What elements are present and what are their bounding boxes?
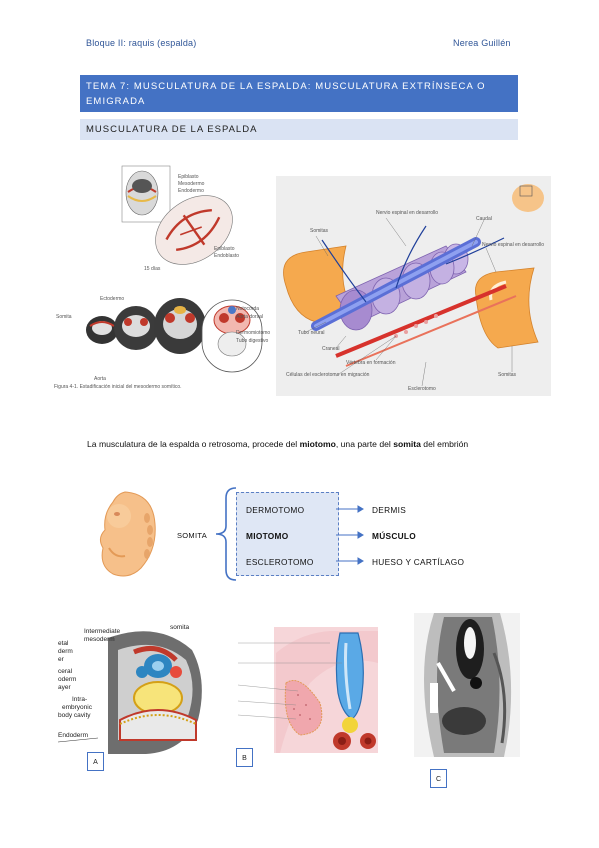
figure-c [414, 613, 520, 757]
fig1-label-epiblasto: Epiblasto [178, 174, 199, 180]
fig2-label-somitas-1: Somitas [310, 228, 329, 234]
embryo-sections-illustration [86, 165, 263, 373]
scheme-bracket [215, 487, 237, 581]
figure-b [210, 623, 380, 763]
figA-label-etal: etal [58, 640, 69, 647]
figure-c-letter: C [430, 769, 447, 788]
figA-label-endoderm: Endoderm [58, 732, 88, 739]
fig2-label-vertebra: Vértebra en formación [346, 360, 396, 366]
body-paragraph: La musculatura de la espalda o retrosoma… [87, 436, 507, 453]
body-text-2: , una parte del [335, 439, 394, 449]
figure-somite-3d: Nervio espinal en desarrollo Caudal Somi… [276, 176, 551, 396]
fig1-label-days: 15 días [144, 266, 161, 272]
fig1-label-epiblasto-2: Epiblasto [214, 246, 235, 252]
figA-label-oderm: oderm [58, 676, 77, 683]
figA-label-body-cavity: body cavity [58, 712, 91, 719]
section-subtitle: MUSCULATURA DE LA ESPALDA [80, 119, 518, 140]
fig2-label-somitas-2: Somitas [498, 372, 517, 378]
fig1-label-somita: Somita [56, 314, 72, 320]
fig1-label-aorta: Aorta [94, 376, 106, 382]
fig2-label-esclerotomo: Esclerotomo [408, 386, 436, 392]
figure-b-letter: B [236, 748, 253, 767]
figA-label-er: er [58, 656, 64, 663]
section-title: TEMA 7: MUSCULATURA DE LA ESPALDA: MUSCU… [80, 75, 518, 112]
fig1-label-aorta-dorsal: Aorta dorsal [236, 314, 263, 320]
fig2-label-nervio-1: Nervio espinal en desarrollo [376, 210, 438, 216]
scheme-dermis: DERMIS [372, 505, 407, 515]
body-text-1: La musculatura de la espalda o retrosoma… [87, 439, 300, 449]
fig2-label-celulas: Células del esclerotomo en migración [286, 372, 370, 378]
body-bold-miotomo: miotomo [299, 439, 336, 449]
figA-label-intra: Intra- [72, 696, 88, 703]
scheme-hueso: HUESO Y CARTÍLAGO [372, 557, 465, 567]
figure-embryo-sections: Epiblasto Mesodermo Endodermo Epiblasto … [54, 160, 271, 390]
fig1-label-notocorda: Notocorda [236, 306, 260, 312]
fig1-label-dermomiotomo: Dermomiotomo [236, 330, 271, 336]
fig1-label-ectodermo: Ectodermo [100, 296, 125, 302]
header-right: Nerea Guillén [453, 38, 511, 48]
fig1-label-endoblasto: Endoblasto [214, 253, 240, 259]
fig2-label-nervio-2: Nervio espinal en desarrollo [482, 242, 544, 248]
body-text-3: del embrión [420, 439, 469, 449]
fig2-label-caudal: Caudal [476, 216, 492, 222]
header-left: Bloque II: raquis (espalda) [86, 38, 197, 48]
fig1-label-tubo-digestivo: Tubo digestivo [236, 338, 269, 344]
somite-3d-illustration [276, 176, 551, 396]
body-bold-somita: somita [393, 439, 421, 449]
figure-a-illustration [57, 631, 202, 754]
scheme-somita-label: SOMITA [177, 531, 207, 540]
fig1-label-mesodermo: Mesodermo [178, 181, 205, 187]
fig2-label-craneal: Craneal [322, 346, 340, 352]
scheme-miotomo: MIOTOMO [246, 531, 289, 541]
scheme-dermotomo: DERMOTOMO [246, 505, 305, 515]
embryo-drawing [99, 491, 156, 577]
figA-label-ayer: ayer [58, 684, 71, 691]
embryo-illustration [95, 488, 165, 580]
scheme-arrows [336, 505, 364, 565]
figure-a-letter: A [87, 752, 104, 771]
figA-label-intermediate: Intermediate mesoderm [84, 628, 121, 643]
fig2-label-tubo-neural: Tubo neural [298, 330, 325, 336]
figA-label-derm: derm [58, 648, 73, 655]
figA-label-ceral: ceral [58, 668, 73, 675]
scheme-esclerotomo: ESCLEROTOMO [246, 557, 314, 567]
figA-label-somita: somita [170, 624, 190, 631]
figure-c-histology [414, 613, 520, 757]
figA-label-embryonic: embryonic [62, 704, 92, 711]
fig1-caption: Figura 4-1. Estadificación inicial del m… [54, 384, 182, 390]
figure-b-illustration [237, 627, 378, 753]
fig1-label-endodermo: Endodermo [178, 188, 204, 194]
figure-a: Intermediate mesoderm somita etal derm e… [57, 620, 208, 760]
scheme-dashed-box [236, 492, 339, 576]
scheme-musculo: MÚSCULO [372, 531, 417, 541]
